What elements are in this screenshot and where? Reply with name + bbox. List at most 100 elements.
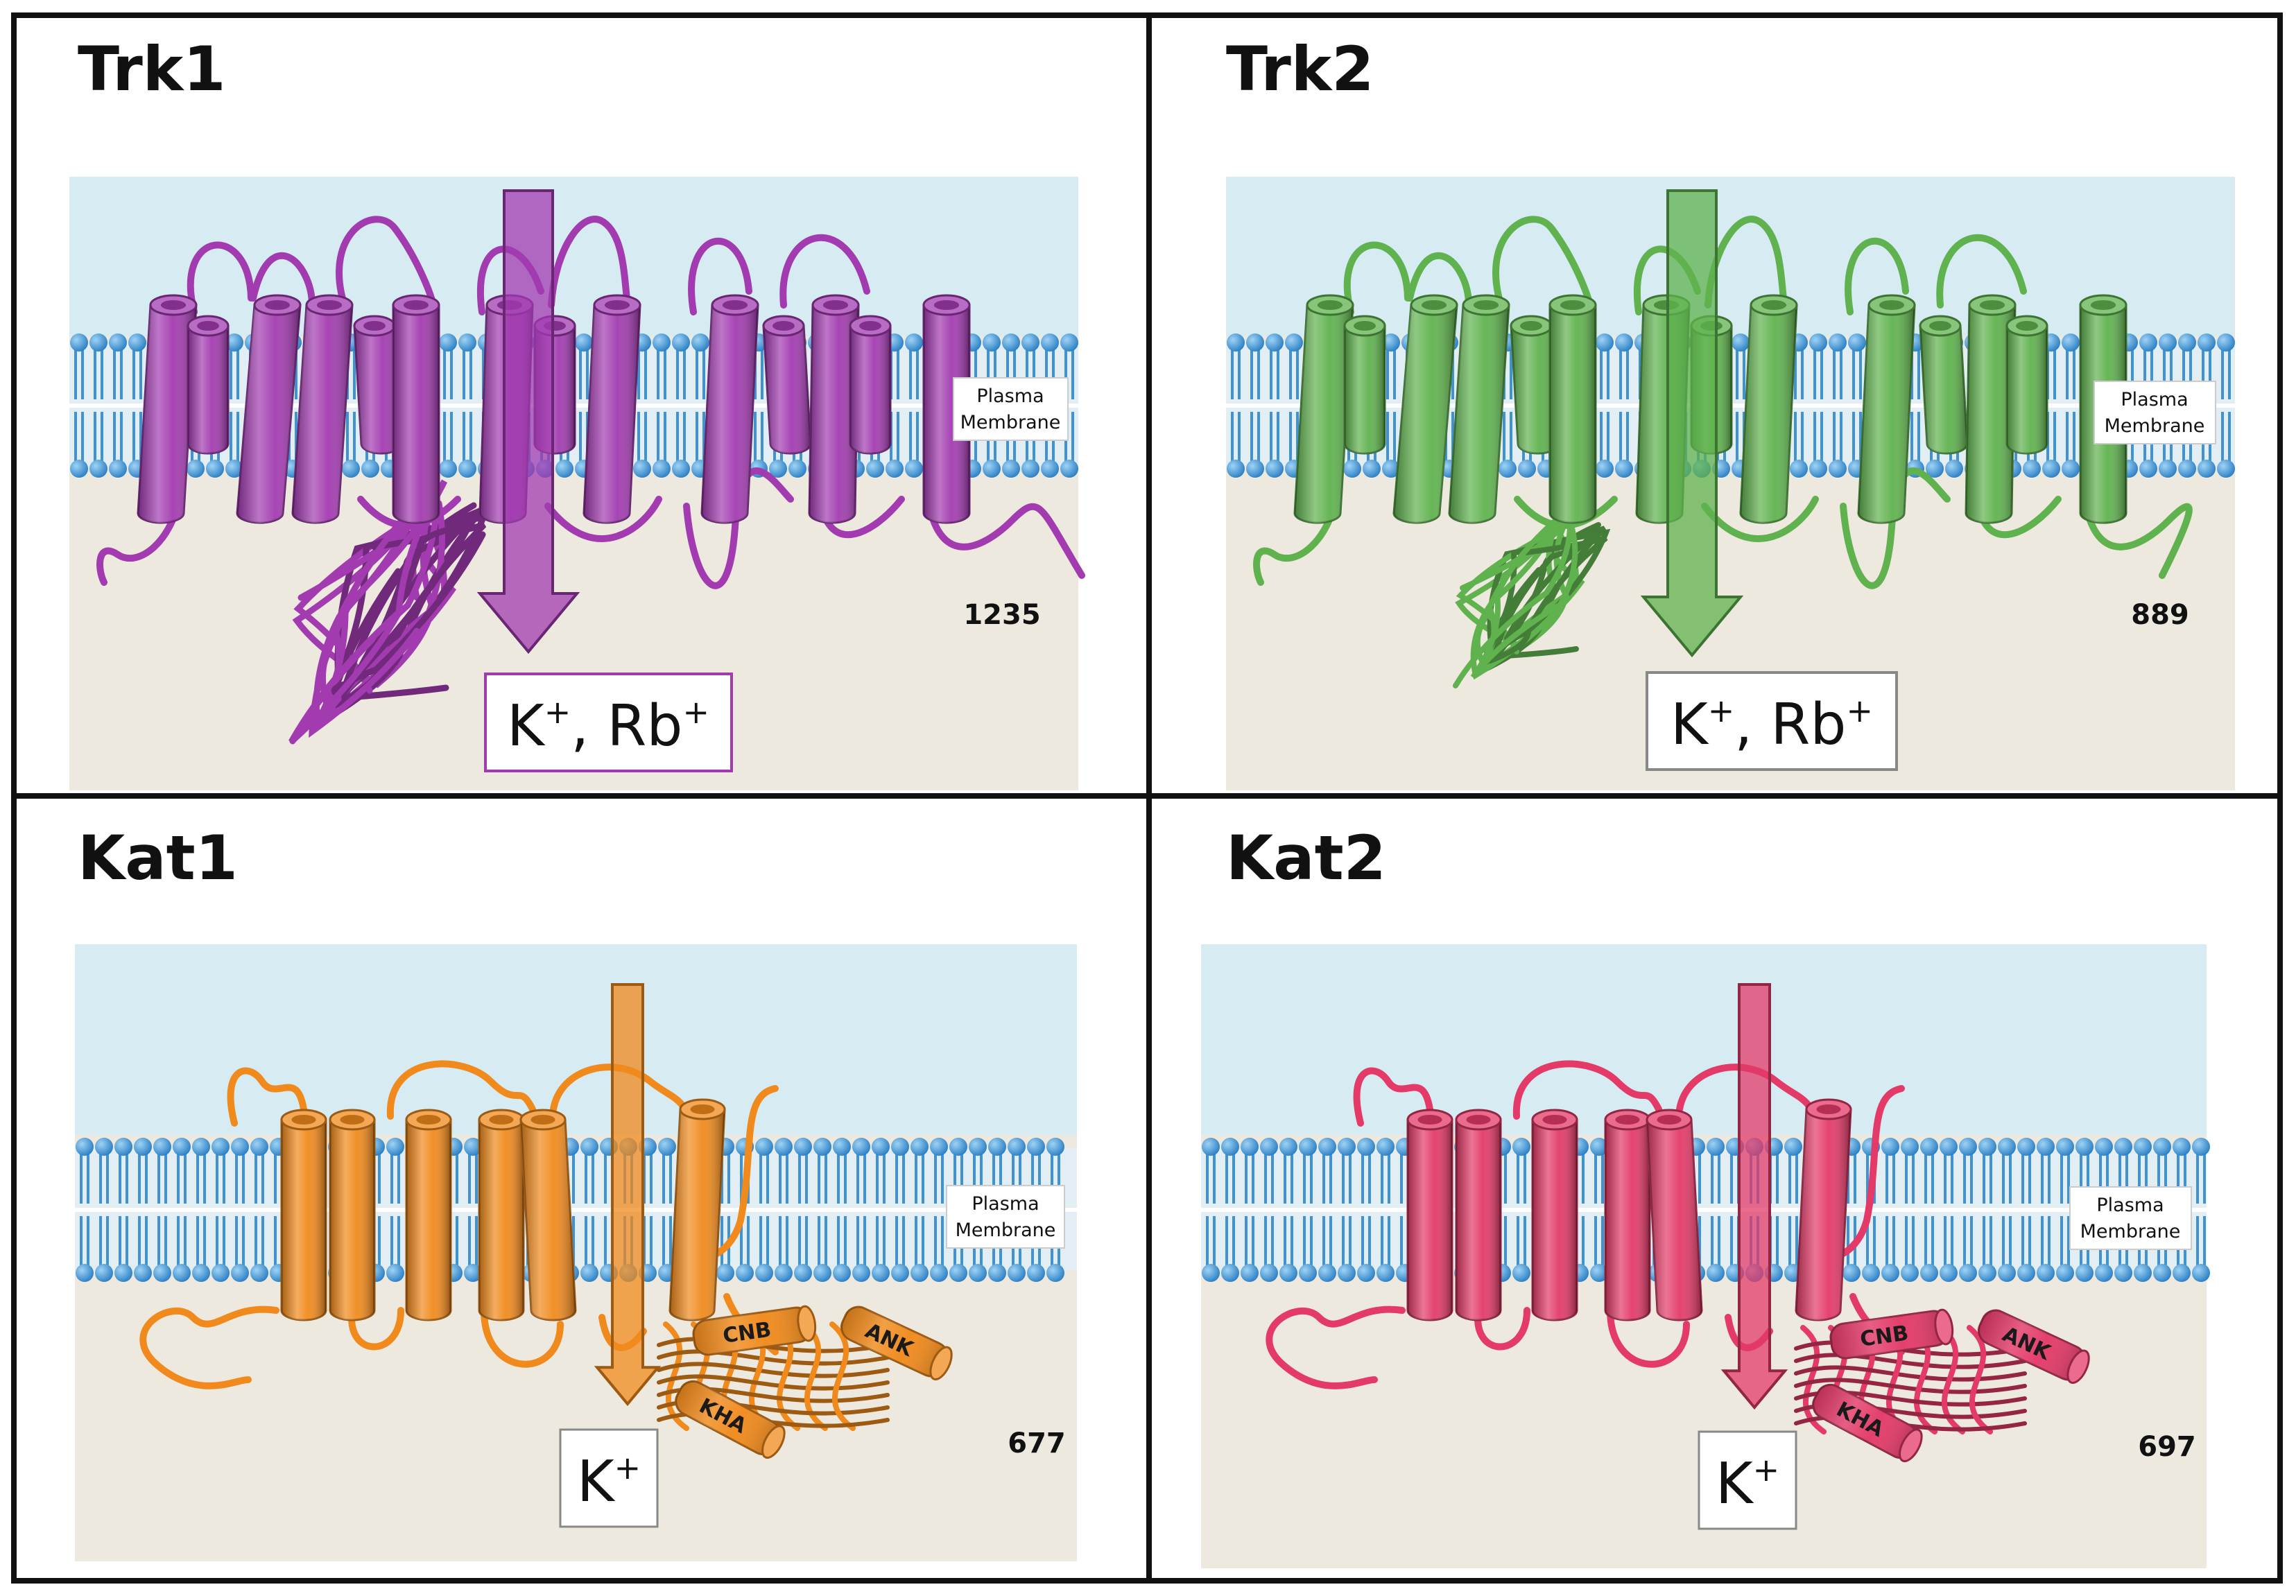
lipid-tails [1600, 348, 1609, 463]
lipid-head [969, 1138, 987, 1156]
lipid-head [653, 333, 671, 352]
lipid-tails [2138, 1152, 2148, 1267]
lipid-head [1046, 1138, 1064, 1156]
lipid-tails [2118, 1152, 2128, 1267]
lipid-head [1021, 333, 1039, 352]
lipid-head [1221, 1264, 1239, 1282]
lipid-bilayer [1201, 1138, 2210, 1282]
down-arrow-icon [1720, 983, 1788, 1410]
lipid-tails [1794, 348, 1804, 463]
ion-arrow [1720, 983, 1788, 1410]
lipid-head [1920, 1264, 1938, 1282]
lipid-head [1926, 460, 1944, 478]
lipid-head [1998, 1138, 2016, 1156]
lipid-head [930, 1138, 948, 1156]
protein-loop [688, 237, 752, 315]
lipid-tails [2060, 1152, 2070, 1267]
lipid-head [1790, 460, 1808, 478]
lipid-tails [973, 1152, 983, 1267]
lipid-tails [1852, 348, 1862, 463]
lipid-head [580, 1138, 598, 1156]
lipid-tails [94, 348, 103, 463]
lipid-tails [585, 1152, 594, 1267]
lipid-tails [895, 1152, 905, 1267]
protein-loop [1492, 216, 1594, 315]
transmembrane-helix [280, 1109, 327, 1321]
panel-title: Trk2 [1226, 33, 1374, 105]
protein-loop [1512, 1060, 1662, 1120]
lipid-tails [987, 348, 996, 463]
lipid-tails [2202, 348, 2211, 463]
lipid-tails [1905, 1152, 1915, 1267]
lipid-head [1998, 1264, 2016, 1282]
lipid-tails [254, 1152, 264, 1267]
lipid-tails [856, 1152, 866, 1267]
lipid-head [173, 1264, 191, 1282]
lipid-head [386, 1264, 404, 1282]
lipid-head [1590, 1138, 1608, 1156]
lipid-head [464, 1264, 482, 1282]
transmembrane-helix [478, 1109, 525, 1321]
lipid-head [910, 1138, 929, 1156]
lipid-head [1046, 1264, 1064, 1282]
transmembrane-helix [1343, 315, 1386, 455]
ion-label-box: K+ [559, 1428, 659, 1528]
lipid-head [1940, 1264, 1958, 1282]
lipid-head [192, 1138, 210, 1156]
lipid-tails [1303, 1152, 1313, 1267]
lipid-tails [1813, 348, 1823, 463]
lipid-head [2153, 1264, 2171, 1282]
lipid-head [1959, 1264, 1977, 1282]
lipid-tails [1284, 1152, 1293, 1267]
lipid-head [95, 1264, 113, 1282]
transmembrane-helix [392, 294, 440, 524]
lipid-tails [390, 1152, 400, 1267]
lipid-tails [1361, 1152, 1371, 1267]
protein-loop [1406, 252, 1472, 309]
lipid-head [2075, 1138, 2094, 1156]
lipid-head [1202, 1138, 1220, 1156]
lipid-tails [876, 1152, 886, 1267]
lipid-head [794, 1138, 812, 1156]
extracellular-region [1201, 944, 2207, 1135]
ion-label: K+, Rb+ [507, 693, 709, 759]
lipid-head [988, 1138, 1006, 1156]
lipid-head [128, 333, 146, 352]
lipid-head [2017, 1138, 2035, 1156]
lipid-head [1027, 1138, 1045, 1156]
lipid-tails [1270, 348, 1279, 463]
transmembrane-helix [1406, 1109, 1453, 1321]
lipid-head [813, 1138, 831, 1156]
lipid-tails [2182, 348, 2192, 463]
lipid-head [1260, 1138, 1278, 1156]
lipid-head [2134, 1138, 2152, 1156]
lipid-head [949, 1138, 967, 1156]
protein-loop [250, 252, 316, 309]
ion-label: K+ [1716, 1451, 1779, 1517]
protein-length: 677 [1008, 1428, 1066, 1459]
plasma-label-line1: Plasma [976, 385, 1044, 407]
lipid-head [1784, 1138, 1802, 1156]
lipid-head [187, 460, 205, 478]
lipid-head [89, 333, 107, 352]
plasma-label-line2: Membrane [956, 1220, 1056, 1241]
lipid-head [2198, 333, 2216, 352]
lipid-tails [676, 348, 686, 463]
lipid-tails [579, 348, 589, 463]
lipid-tails [216, 1152, 225, 1267]
lipid-tails [1381, 1152, 1390, 1267]
lipid-head [983, 333, 1001, 352]
lipid-head [716, 1264, 734, 1282]
transmembrane-helix [849, 315, 892, 455]
lipid-tails [1594, 1152, 1604, 1267]
cnb-domain: CNB [1829, 1308, 1954, 1360]
transmembrane-helix [187, 315, 230, 455]
lipid-head [1862, 1264, 1880, 1282]
lipid-head [1027, 1264, 1045, 1282]
protein-loop [548, 216, 631, 309]
lipid-head [2037, 1264, 2055, 1282]
lipid-head [1221, 1138, 1239, 1156]
lipid-head [833, 1264, 851, 1282]
